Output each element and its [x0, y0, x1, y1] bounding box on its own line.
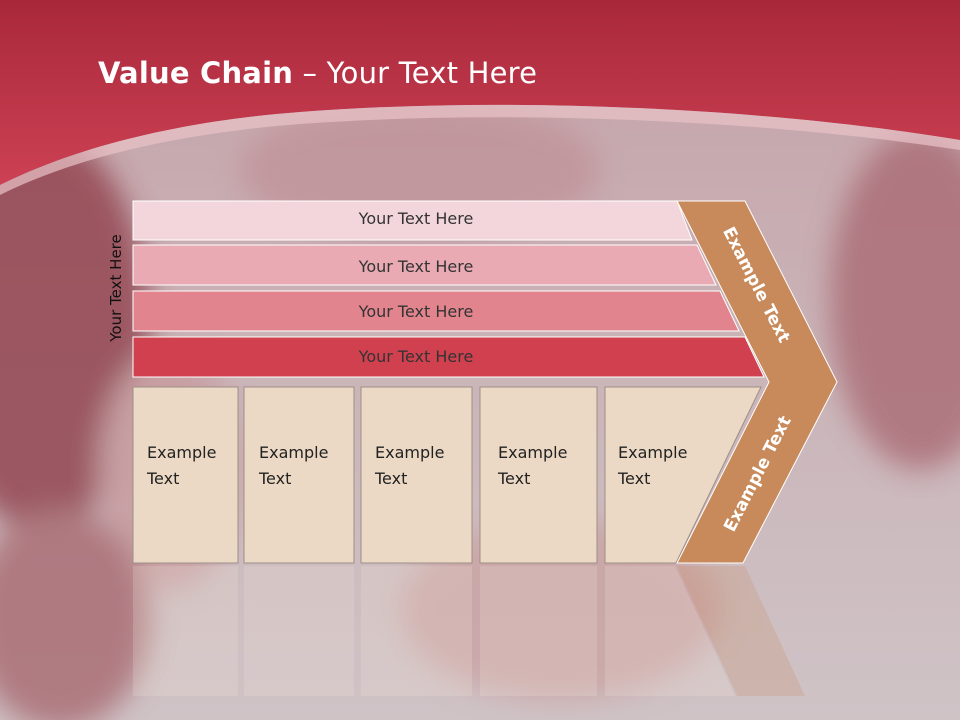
- box-1-label: Example Text: [147, 443, 217, 488]
- title-rest: – Your Text Here: [293, 56, 538, 90]
- bar-2: [132, 244, 717, 286]
- chevron-arrow: [676, 200, 838, 564]
- bar-2-label: Your Text Here: [358, 257, 474, 276]
- box-4: [479, 386, 598, 564]
- box-1: [132, 386, 239, 564]
- reflection-box: [361, 566, 472, 696]
- bar-4-label: Your Text Here: [358, 347, 474, 366]
- reflection-chevron: [677, 566, 805, 696]
- reflection-box: [244, 566, 354, 696]
- reflection-box: [133, 566, 238, 696]
- bar-4: [132, 336, 765, 378]
- box-5-label: Example Text: [618, 443, 688, 488]
- reflection-box: [480, 566, 597, 696]
- box-3: [360, 386, 473, 564]
- bar-3-label: Your Text Here: [358, 302, 474, 321]
- box-5: [604, 386, 762, 564]
- box-3-label: Example Text: [375, 443, 445, 488]
- reflection-box: [605, 566, 735, 696]
- box-2-label: Example Text: [259, 443, 329, 488]
- box-4-label: Example Text: [498, 443, 568, 488]
- bar-1: [132, 200, 693, 241]
- bar-3: [132, 290, 740, 332]
- title-bold: Value Chain: [98, 56, 294, 90]
- reflection: [133, 566, 805, 696]
- bar-1-label: Your Text Here: [358, 209, 474, 228]
- box-2: [243, 386, 355, 564]
- page-title: Value Chain – Your Text Here: [98, 56, 537, 90]
